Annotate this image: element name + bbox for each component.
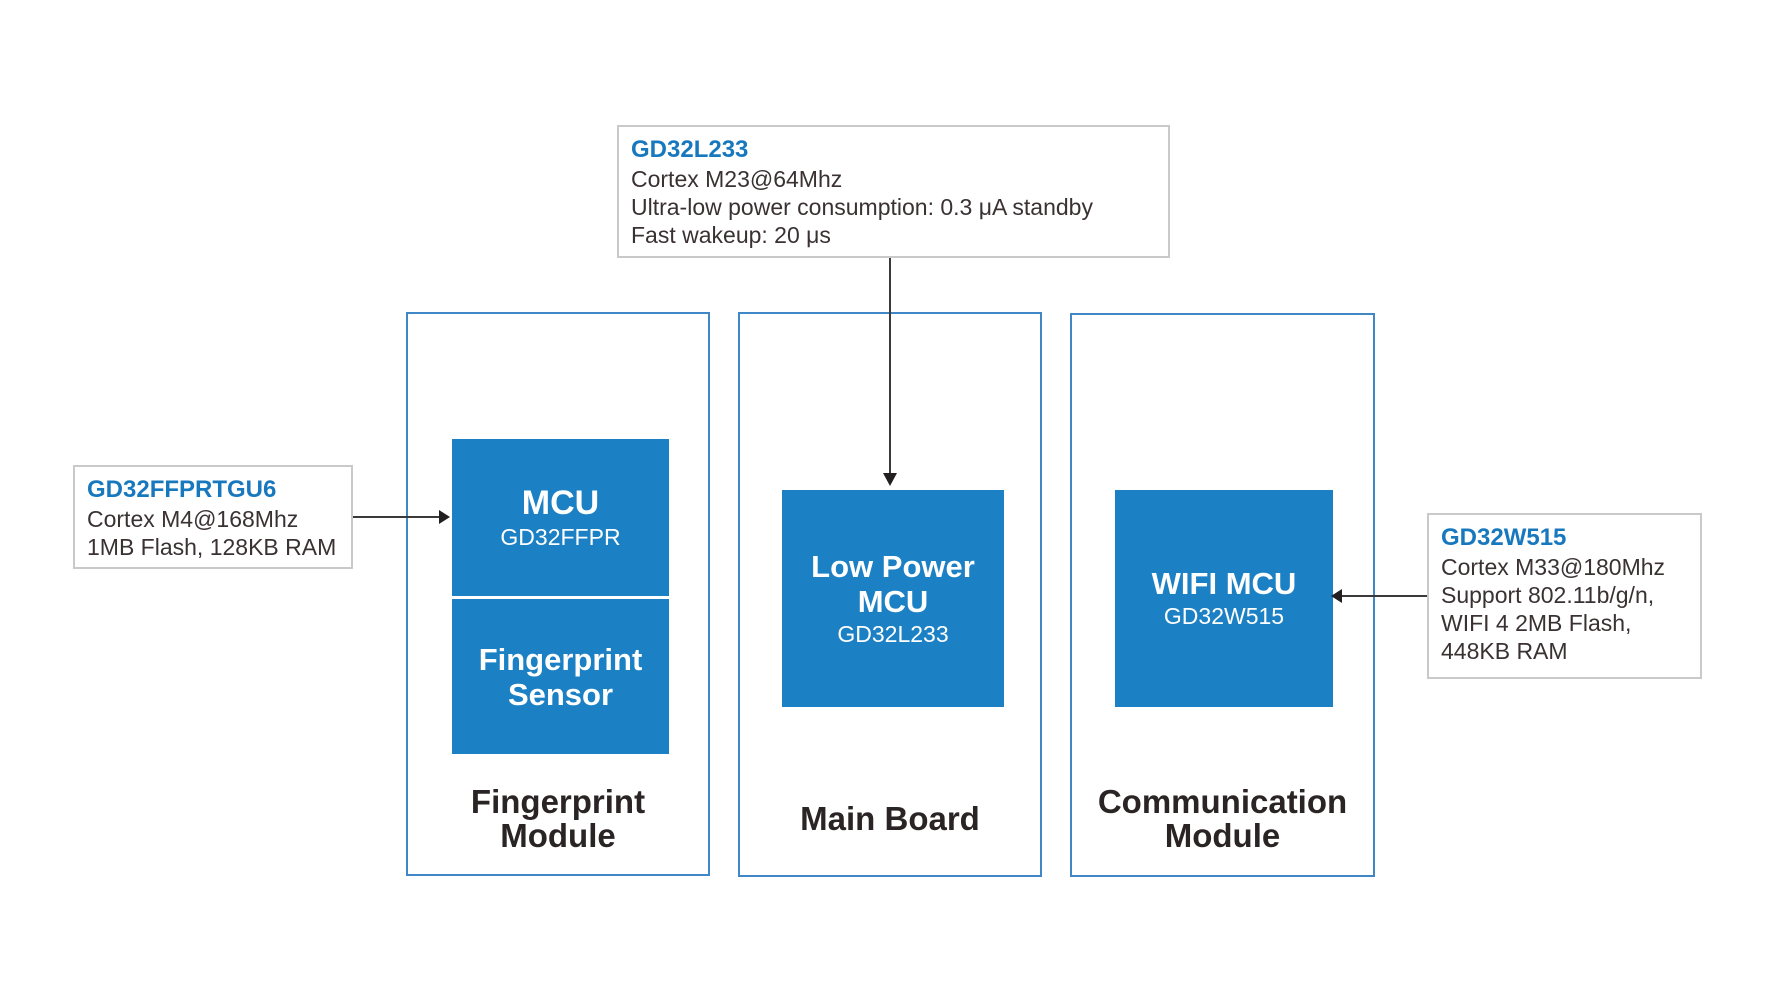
callout-gd32w515-line3: WIFI 4 2MB Flash, <box>1441 610 1632 636</box>
fingerprint-mcu-section: MCU GD32FFPR <box>452 439 669 596</box>
communication-module-label: Communication Module <box>1072 785 1373 853</box>
arrow-head-down-icon <box>883 473 897 486</box>
callout-gd32l233-line2: Ultra-low power consumption: 0.3 μA stan… <box>631 194 1093 220</box>
fingerprint-module-label: Fingerprint Module <box>408 785 708 853</box>
mcu-part-number: GD32FFPR <box>500 523 621 550</box>
callout-gd32l233: GD32L233 Cortex M23@64Mhz Ultra-low powe… <box>617 125 1170 258</box>
arrow-line-gd32ffprtgu6 <box>353 516 439 518</box>
callout-gd32w515-line2: Support 802.11b/g/n, <box>1441 582 1655 608</box>
mcu-title: MCU <box>521 483 600 522</box>
low-power-mcu-line1: Low Power <box>811 548 975 584</box>
fingerprint-sensor-section: Fingerprint Sensor <box>452 599 669 754</box>
callout-gd32w515: GD32W515 Cortex M33@180Mhz Support 802.1… <box>1427 513 1702 679</box>
communication-module-label-line1: Communication <box>1097 783 1348 820</box>
fingerprint-module-box: MCU GD32FFPR Fingerprint Sensor Fingerpr… <box>406 312 710 876</box>
fingerprint-chip-block: MCU GD32FFPR Fingerprint Sensor <box>452 439 669 754</box>
low-power-mcu-line2: MCU <box>857 583 929 619</box>
low-power-mcu-block: Low Power MCU GD32L233 <box>782 490 1004 707</box>
fingerprint-module-label-line2: Module <box>500 817 616 854</box>
callout-gd32w515-line1: Cortex M33@180Mhz <box>1441 554 1666 580</box>
wifi-mcu-title: WIFI MCU <box>1151 566 1297 601</box>
main-board-box: Low Power MCU GD32L233 Main Board <box>738 312 1042 877</box>
callout-gd32l233-line1: Cortex M23@64Mhz <box>631 166 843 192</box>
arrow-line-gd32l233 <box>889 258 891 473</box>
wifi-mcu-block: WIFI MCU GD32W515 <box>1115 490 1333 707</box>
low-power-mcu-part-number: GD32L233 <box>837 620 949 647</box>
callout-gd32w515-title: GD32W515 <box>1441 524 1567 551</box>
callout-gd32l233-line3: Fast wakeup: 20 μs <box>631 222 831 248</box>
callout-gd32l233-title: GD32L233 <box>631 136 749 163</box>
arrow-line-gd32w515 <box>1342 595 1427 597</box>
arrow-head-right-icon <box>439 510 450 524</box>
callout-gd32w515-line4: 448KB RAM <box>1441 638 1568 664</box>
callout-gd32ffprtgu6-line1: Cortex M4@168Mhz <box>87 506 299 532</box>
wifi-mcu-part-number: GD32W515 <box>1163 603 1285 629</box>
main-board-label: Main Board <box>800 800 980 837</box>
arrow-head-left-icon <box>1331 589 1342 603</box>
fingerprint-sensor-line2: Sensor <box>507 676 614 712</box>
fingerprint-module-label-line1: Fingerprint <box>470 783 646 820</box>
communication-module-label-line2: Module <box>1164 817 1281 854</box>
chip-divider-line <box>452 596 669 599</box>
callout-gd32ffprtgu6: GD32FFPRTGU6 Cortex M4@168Mhz 1MB Flash,… <box>73 465 353 569</box>
communication-module-box: WIFI MCU GD32W515 Communication Module <box>1070 313 1375 877</box>
callout-gd32ffprtgu6-line2: 1MB Flash, 128KB RAM <box>87 534 337 560</box>
fingerprint-sensor-line1: Fingerprint <box>478 641 643 677</box>
callout-gd32ffprtgu6-title: GD32FFPRTGU6 <box>87 476 277 503</box>
